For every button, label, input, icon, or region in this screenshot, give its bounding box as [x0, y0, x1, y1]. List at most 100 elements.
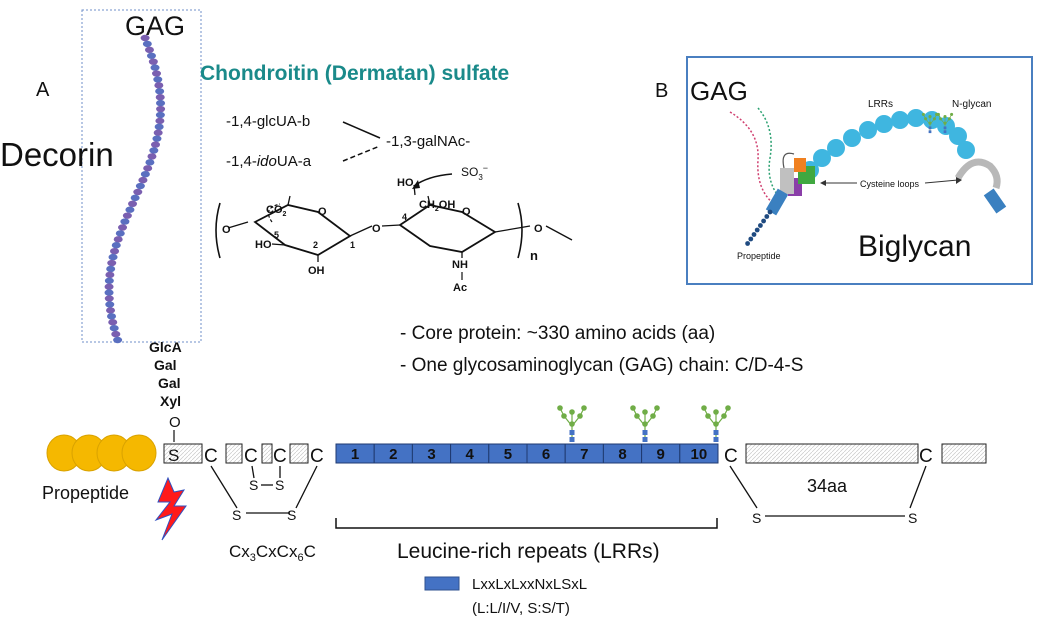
bullet-core-protein: - Core protein: ~330 amino acids (aa) [400, 323, 715, 344]
n-glycan-icon [629, 404, 661, 443]
sulfate-label: SO3− [461, 163, 488, 182]
chondroitin-title: Chondroitin (Dermatan) sulfate [200, 62, 509, 85]
linkage-glcua: -1,4-glcUA-b [226, 113, 310, 130]
disulfide-s: S [232, 507, 241, 523]
disulfide-s: S [275, 477, 284, 493]
glyco-o-right: O [534, 223, 543, 235]
gag-bead [110, 247, 120, 255]
gag-bead [120, 218, 130, 225]
lrr-repeat-number: 8 [618, 446, 626, 463]
propeptide-bead-b [751, 232, 757, 237]
gag-bead [125, 206, 135, 213]
linker-glca: GlcA [149, 339, 182, 355]
lrr-repeat-number: 3 [427, 446, 435, 463]
propeptide-bead-b [764, 214, 770, 219]
c-term-gap-label: 34aa [807, 476, 848, 496]
linker-tetrasaccharide: GlcA Gal Gal Xyl O [149, 339, 182, 442]
gag-bead [150, 141, 160, 148]
lrr-legend-swatch [424, 576, 460, 591]
gag-bead [143, 165, 153, 172]
gag-bead [155, 117, 165, 125]
lrr-bead [957, 141, 975, 159]
bullet-gag-chain: - One glycosaminoglycan (GAG) chain: C/D… [400, 355, 803, 376]
gag-bead [111, 330, 121, 338]
gag-bead [107, 313, 117, 320]
ring2-ac: Ac [453, 282, 467, 294]
gag-bead [109, 324, 119, 332]
disaccharide-structure [215, 173, 573, 262]
cys-residue: C [724, 446, 738, 467]
panel-a-label: A [36, 79, 50, 101]
lrr-bead [907, 109, 925, 127]
ring2-o: O [462, 206, 471, 218]
cap-domain-orange [794, 158, 806, 172]
gag-bead [155, 88, 165, 95]
cys-residue: C [310, 446, 324, 467]
ring1-oh: OH [308, 265, 325, 277]
lrr-repeat-number: 7 [580, 446, 588, 463]
lrr-repeat-number: 4 [466, 446, 475, 463]
gag-bead [156, 99, 166, 107]
gag-chain [104, 34, 166, 344]
disulfide-s: S [287, 507, 296, 523]
gag-bead [130, 194, 140, 202]
gag-bead [118, 224, 128, 231]
disulfide-s: S [908, 510, 917, 526]
gag-bead [108, 319, 118, 326]
gag-bead [128, 200, 138, 208]
gag-bead [154, 82, 164, 89]
linker-xyl: Xyl [160, 393, 181, 409]
decorin-label: Decorin [0, 136, 114, 173]
cysteine-loop-n [782, 152, 795, 169]
lrr-bead [937, 117, 955, 135]
gag-bead [153, 129, 163, 136]
gag-bead [150, 64, 160, 71]
lrr-bead [875, 115, 893, 133]
gag-chain-green [757, 107, 781, 199]
lrr-label: Leucine-rich repeats (LRRs) [397, 540, 660, 563]
propeptide-bead-b [761, 218, 766, 224]
lrr-bead [813, 149, 831, 167]
gag-bead [111, 242, 121, 249]
cys-residue: C [204, 446, 218, 467]
lrr-legend-note: (L:L/I/V, S:S/T) [472, 600, 570, 617]
gag-bead [113, 236, 123, 243]
n-term-cylinder [765, 188, 789, 216]
linker-gal-2: Gal [158, 375, 181, 391]
panel-b-label: B [655, 80, 668, 102]
gag-bead [104, 289, 114, 296]
gag-chain-frame [81, 9, 202, 343]
c-term-box [745, 443, 919, 464]
propeptide-beads [46, 434, 157, 472]
propeptide-bead-b [748, 236, 754, 242]
gag-bead [122, 212, 132, 219]
c-terminal-disulfide [729, 465, 927, 517]
n-term-box [289, 443, 309, 464]
carbon-4: 4 [402, 212, 407, 222]
gag-bead [133, 188, 143, 196]
lrr-bead [859, 121, 877, 139]
lrr-repeat-number: 1 [351, 446, 359, 463]
gag-bead [106, 307, 116, 314]
gag-bead [106, 265, 116, 273]
gag-bead [113, 336, 123, 344]
n-glycan-icon [700, 404, 732, 443]
n-terminal-disulfides [210, 465, 318, 514]
c-term-cylinder [983, 188, 1007, 214]
gag-bead [140, 170, 150, 178]
gag-bead [145, 159, 155, 166]
loop-arrow-right [924, 179, 959, 184]
lrr-repeat-number: 10 [691, 446, 708, 463]
gag-bead [152, 135, 162, 142]
glyco-o-left: O [222, 224, 231, 236]
lrr-bead [949, 127, 967, 145]
lrr-repeat-number: 6 [542, 446, 550, 463]
c-term-box [941, 443, 987, 464]
gag-bead [105, 271, 115, 279]
disulfide-s: S [249, 477, 258, 493]
gag-bead [104, 295, 114, 302]
gag-bead [155, 94, 165, 101]
gag-bead [107, 259, 117, 267]
n-terminal-cysteines: C C C C [204, 446, 324, 467]
